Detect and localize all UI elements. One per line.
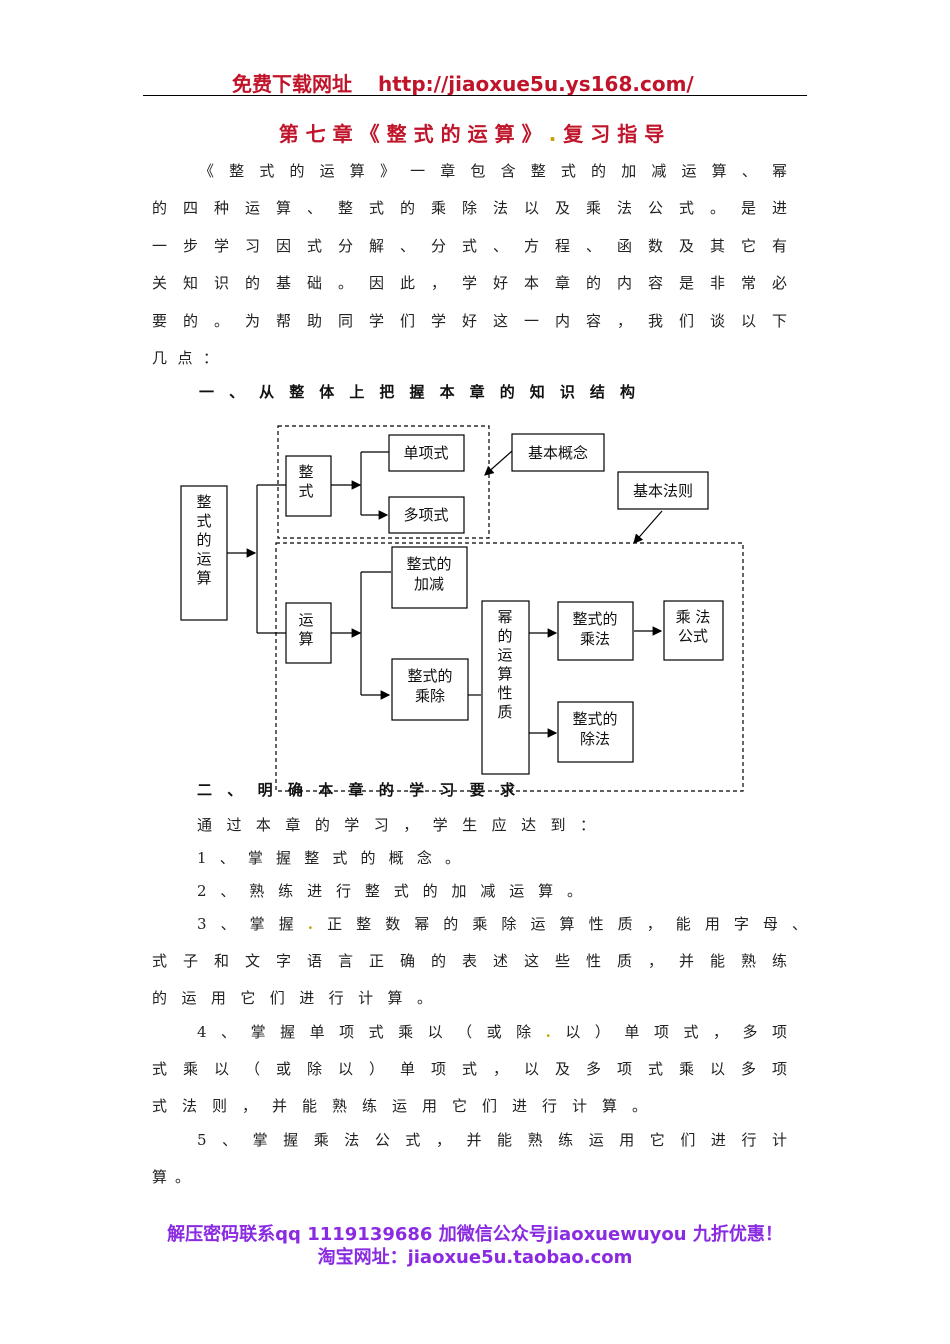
req4-part-a: 4、掌握单项式乘以（或除	[197, 1023, 546, 1041]
header-banner: 免费下载网址 http://jiaoxue5u.ys168.com/	[232, 68, 694, 97]
gongshi-label-1: 乘 法	[676, 608, 711, 626]
yunsuan-label-1: 运	[298, 611, 313, 629]
intro-line-1: 《整式的运算》一章包含整式的加减运算、幂	[199, 162, 787, 180]
mi-box	[481, 600, 530, 775]
requirement-5-line-1: 5、掌握乘法公式，并能熟练运用它们进行计	[197, 1131, 787, 1149]
requirement-4-line-3: 式法则，并能熟练运用它们进行计算。	[152, 1097, 647, 1115]
chengchu-label-1: 整式的	[407, 667, 452, 685]
connector-rules-pointer	[633, 510, 663, 544]
requirement-4-line-1: 4、掌握单项式乘以（或除.以）单项式，多项	[197, 1021, 787, 1042]
intro-line-2: 的四种运算、整式的乘除法以及乘法公式。是进	[152, 199, 787, 217]
title-main: 第七章《整式的运算》	[278, 122, 549, 146]
chengchu-box	[391, 658, 469, 721]
root-label-4: 运	[196, 550, 211, 568]
dan-label: 单项式	[403, 444, 448, 462]
yunsuan-label-2: 算	[298, 630, 313, 648]
requirement-2: 2、熟练进行整式的加减运算。	[197, 882, 582, 900]
chufa-label-2: 除法	[580, 730, 610, 748]
mi-label-4: 算	[497, 665, 512, 683]
req3-part-b: 正整数幂的乘除运算性质，能用字母、	[313, 915, 807, 933]
connector-concept-pointer	[484, 450, 513, 476]
root-label-5: 算	[196, 569, 211, 587]
intro-line-6: 几点：	[152, 349, 218, 367]
page-title: 第七章《整式的运算》.复习指导	[0, 118, 950, 147]
jiben-gainian-label: 基本概念	[528, 444, 588, 462]
mi-label-1: 幂	[497, 608, 512, 626]
zhengshi-label-1: 整	[298, 463, 313, 481]
chengchu-label-2: 乘除	[415, 687, 445, 705]
root-label-2: 式	[196, 512, 211, 530]
req3-part-a: 3、掌握	[197, 915, 308, 933]
jiben-faze-label: 基本法则	[633, 482, 693, 500]
jiajian-label-2: 加减	[414, 575, 444, 593]
chengfa-label-2: 乘法	[580, 630, 610, 648]
chengfa-box	[557, 601, 634, 661]
req4-part-b: 以）单项式，多项	[550, 1023, 787, 1041]
section-1-heading: 一、从整体上把握本章的知识结构	[199, 383, 635, 401]
duo-label: 多项式	[403, 506, 448, 524]
chengfa-label-1: 整式的	[572, 610, 617, 628]
intro-line-4: 关知识的基础。因此，学好本章的内容是非常必	[152, 274, 787, 292]
footer-contact: 解压密码联系qq 1119139686 加微信公众号jiaoxuewuyou 九…	[167, 1224, 783, 1245]
zhengshi-label-2: 式	[298, 482, 313, 500]
jiben-gainian-box	[511, 433, 605, 472]
requirement-3-line-1: 3、掌握.正整数幂的乘除运算性质，能用字母、	[197, 913, 807, 934]
root-label-1: 整	[196, 493, 211, 511]
mi-label-5: 性	[497, 684, 512, 702]
intro-line-5: 要的。为帮助同学们学好这一内容，我们谈以下	[152, 312, 787, 330]
req4-dot: .	[545, 1023, 551, 1041]
header-divider	[143, 95, 807, 96]
concept-group-frame	[277, 425, 490, 539]
requirement-3-line-2: 式子和文字语言正确的表述这些性质，并能熟练	[152, 952, 787, 970]
requirement-1: 1、掌握整式的概念。	[197, 849, 460, 867]
gongshi-box	[663, 600, 724, 661]
requirement-intro: 通过本章的学习，学生应达到：	[197, 816, 595, 834]
mi-label-3: 运	[497, 646, 512, 664]
requirement-5-line-2: 算。	[152, 1168, 190, 1186]
dan-box	[388, 434, 465, 472]
header-site-label: 免费下载网址	[232, 72, 352, 96]
mi-label-2: 的	[497, 627, 512, 645]
requirement-3-line-3: 的运用它们进行计算。	[152, 989, 432, 1007]
header-url-link[interactable]: http://jiaoxue5u.ys168.com/	[378, 72, 694, 96]
jiajian-label-1: 整式的	[406, 555, 451, 573]
requirement-4-line-2: 式乘以（或除以）单项式，以及多项式乘以多项	[152, 1060, 787, 1078]
intro-line-3: 一步学习因式分解、分式、方程、函数及其它有	[152, 237, 787, 255]
gongshi-label-2: 公式	[678, 627, 708, 645]
duo-box	[388, 496, 465, 534]
root-label-3: 的	[196, 531, 211, 549]
rules-group-frame	[275, 542, 744, 792]
footer-taobao-link[interactable]: 淘宝网址：jiaoxue5u.taobao.com	[317, 1247, 633, 1268]
jiben-faze-box	[617, 471, 709, 510]
yunsuan-box	[285, 602, 332, 664]
mi-label-6: 质	[497, 703, 512, 721]
req3-dot: .	[307, 915, 314, 933]
zhengshi-box	[285, 455, 332, 517]
jiajian-box	[391, 546, 468, 609]
chufa-box	[557, 701, 634, 763]
chufa-label-1: 整式的	[572, 710, 617, 728]
root-box	[180, 485, 228, 621]
title-suffix: 复习指导	[563, 122, 672, 146]
section-2-heading: 二、明确本章的学习要求	[197, 781, 515, 799]
title-dot: .	[548, 122, 564, 146]
